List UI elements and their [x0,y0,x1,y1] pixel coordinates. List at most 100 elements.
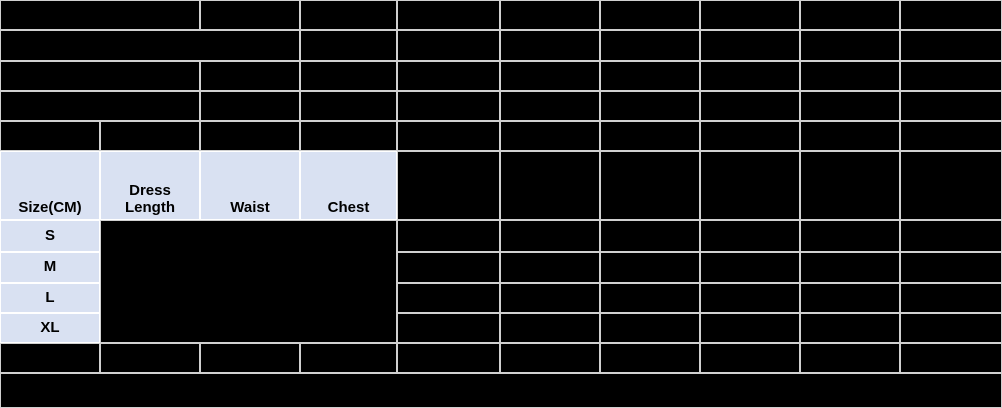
grid-cell[interactable] [700,343,800,373]
grid-cell[interactable] [600,313,700,343]
grid-cell[interactable] [700,121,800,151]
grid-cell[interactable] [900,121,1002,151]
grid-cell[interactable] [500,220,600,252]
grid-cell[interactable] [0,30,300,61]
grid-cell[interactable] [200,61,300,91]
grid-cell[interactable] [200,121,300,151]
grid-cell[interactable] [500,91,600,121]
grid-cell[interactable] [397,343,500,373]
grid-cell[interactable] [800,252,900,283]
grid-cell[interactable] [397,61,500,91]
grid-cell[interactable] [397,0,500,30]
grid-cell[interactable] [0,343,100,373]
grid-cell[interactable] [600,30,700,61]
grid-cell[interactable] [600,343,700,373]
grid-cell[interactable] [600,151,700,220]
grid-cell[interactable] [600,283,700,313]
grid-cell[interactable] [900,91,1002,121]
grid-cell[interactable] [500,30,600,61]
grid-cell[interactable] [900,283,1002,313]
grid-cell[interactable] [0,61,200,91]
grid-cell[interactable] [900,0,1002,30]
grid-cell[interactable] [300,61,397,91]
grid-cell[interactable] [800,313,900,343]
grid-cell[interactable] [700,0,800,30]
grid-cell[interactable] [700,283,800,313]
grid-cell[interactable] [300,91,397,121]
grid-cell[interactable] [397,252,500,283]
size-chart-values-area[interactable] [100,220,397,343]
grid-cell[interactable] [900,151,1002,220]
grid-cell[interactable] [397,30,500,61]
grid-cell[interactable] [900,313,1002,343]
grid-cell[interactable] [700,30,800,61]
grid-cell[interactable] [397,283,500,313]
grid-cell[interactable] [600,121,700,151]
grid-cell[interactable] [800,343,900,373]
grid-cell[interactable] [900,61,1002,91]
grid-cell[interactable] [700,220,800,252]
grid-cell[interactable] [800,220,900,252]
grid-cell[interactable] [600,220,700,252]
grid-cell[interactable] [100,121,200,151]
grid-cell[interactable] [800,0,900,30]
header-waist-label: Waist [230,199,270,217]
grid-cell[interactable] [500,343,600,373]
grid-cell[interactable] [500,0,600,30]
grid-cell[interactable] [500,283,600,313]
grid-cell[interactable] [600,61,700,91]
header-waist[interactable]: Waist [200,151,300,220]
grid-cell[interactable] [800,283,900,313]
grid-cell[interactable] [600,0,700,30]
size-cell-xl[interactable]: XL [0,313,100,343]
grid-cell[interactable] [0,91,200,121]
grid-cell[interactable] [900,252,1002,283]
grid-cell[interactable] [200,343,300,373]
grid-cell[interactable] [0,121,100,151]
grid-cell[interactable] [500,313,600,343]
grid-cell[interactable] [300,121,397,151]
size-cell-l-label: L [45,288,55,306]
grid-cell[interactable] [500,252,600,283]
grid-cell[interactable] [700,151,800,220]
grid-cell[interactable] [397,313,500,343]
grid-cell[interactable] [300,0,397,30]
bottom-banner-row[interactable] [0,373,1002,408]
grid-cell[interactable] [600,91,700,121]
grid-cell[interactable] [700,313,800,343]
grid-cell[interactable] [300,343,397,373]
grid-cell[interactable] [700,252,800,283]
grid-cell[interactable] [0,0,200,30]
grid-cell[interactable] [600,252,700,283]
grid-cell[interactable] [900,220,1002,252]
grid-cell[interactable] [100,343,200,373]
grid-cell[interactable] [800,151,900,220]
grid-cell[interactable] [500,61,600,91]
header-chest[interactable]: Chest [300,151,397,220]
grid-cell[interactable] [397,91,500,121]
grid-cell[interactable] [300,30,397,61]
size-cell-l[interactable]: L [0,283,100,313]
size-cell-m[interactable]: M [0,252,100,283]
grid-cell[interactable] [397,151,500,220]
grid-cell[interactable] [397,121,500,151]
grid-cell[interactable] [700,91,800,121]
grid-cell[interactable] [800,91,900,121]
size-cell-s[interactable]: S [0,220,100,252]
grid-cell[interactable] [800,121,900,151]
grid-cell[interactable] [900,30,1002,61]
grid-cell[interactable] [900,343,1002,373]
grid-cell[interactable] [397,220,500,252]
header-dress-length[interactable]: Dress Length [100,151,200,220]
grid-cell[interactable] [200,0,300,30]
size-cell-xl-label: XL [40,318,60,336]
grid-cell[interactable] [500,151,600,220]
grid-cell[interactable] [700,61,800,91]
header-size-cm[interactable]: Size(CM) [0,151,100,220]
grid-cell[interactable] [500,121,600,151]
grid-cell[interactable] [800,30,900,61]
grid-cell[interactable] [200,91,300,121]
size-cell-s-label: S [44,226,55,244]
grid-cell[interactable] [800,61,900,91]
